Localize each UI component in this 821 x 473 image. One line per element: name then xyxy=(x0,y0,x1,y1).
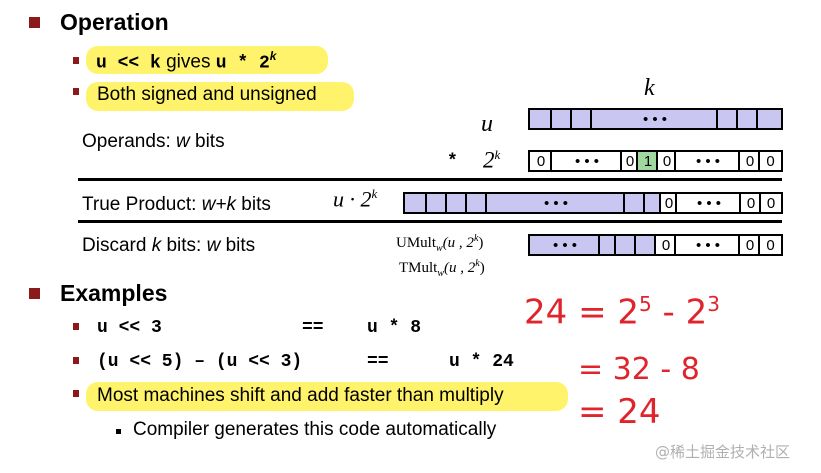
example-1-left: u << 3 xyxy=(97,318,162,338)
highlight-2 xyxy=(86,82,354,111)
code-u-times-2: u * 2 xyxy=(215,53,270,74)
divider-bottom xyxy=(78,220,782,223)
bullet-small xyxy=(116,429,121,434)
handwritten-line-3: = 24 xyxy=(578,392,661,432)
example-1-right: u * 8 xyxy=(367,318,422,338)
example-2-right: u * 24 xyxy=(449,352,514,372)
register-u: • • • xyxy=(528,108,783,130)
highlight-1 xyxy=(86,46,328,74)
bullet-signed-unsigned: Both signed and unsigned xyxy=(97,84,317,105)
bullet-shift-text: u << k gives u * 2k xyxy=(96,49,276,73)
highlight-3 xyxy=(86,382,568,411)
discard-label: Discard k bits: w bits xyxy=(82,235,256,256)
bullet-square xyxy=(73,357,79,364)
tmult-label: TMultw(u , 2k) xyxy=(399,258,485,279)
heading-examples: Examples xyxy=(60,280,168,306)
k-label: k xyxy=(644,75,655,101)
register-true-product: • • • 0 • • • 0 0 xyxy=(403,192,783,214)
register-2k: 0 • • • 0 1 0 • • • 0 0 xyxy=(528,150,783,172)
true-product-label: True Product: w+k bits xyxy=(82,194,271,215)
bullet-shift-add: Most machines shift and add faster than … xyxy=(97,385,504,406)
u-label: u xyxy=(481,111,493,137)
bullet-square xyxy=(29,17,40,28)
handwritten-line-2: = 32 - 8 xyxy=(578,352,700,387)
code-u-shift-k: u << k xyxy=(96,53,161,74)
bullet-square xyxy=(29,288,40,299)
bullet-square xyxy=(73,323,79,330)
divider-top xyxy=(78,178,782,181)
umult-label: UMultw(u , 2k) xyxy=(396,233,484,254)
exp-k: k xyxy=(269,49,277,63)
register-dots: • • • xyxy=(642,110,668,128)
example-2-left: (u << 5) – (u << 3) xyxy=(97,352,303,372)
u-times-2k-label: u · 2k xyxy=(333,186,378,212)
gives-text: gives xyxy=(166,51,211,73)
bullet-square xyxy=(73,390,79,397)
watermark: @稀土掘金技术社区 xyxy=(655,443,791,461)
times-symbol: * xyxy=(447,152,458,172)
example-1-eq: == xyxy=(302,318,324,338)
handwritten-line-1: 24 = 25 - 23 xyxy=(524,292,720,333)
register-result: • • • 0 • • • 0 0 xyxy=(528,234,783,256)
heading-operation: Operation xyxy=(60,9,169,35)
two-k-label: 2k xyxy=(483,147,501,173)
one-bit: 1 xyxy=(643,152,653,170)
sub-bullet-compiler: Compiler generates this code automatical… xyxy=(133,419,497,440)
example-2-eq: == xyxy=(367,352,389,372)
bullet-square xyxy=(73,57,79,64)
operands-label: Operands: w bits xyxy=(82,131,225,152)
bullet-square xyxy=(73,88,79,95)
